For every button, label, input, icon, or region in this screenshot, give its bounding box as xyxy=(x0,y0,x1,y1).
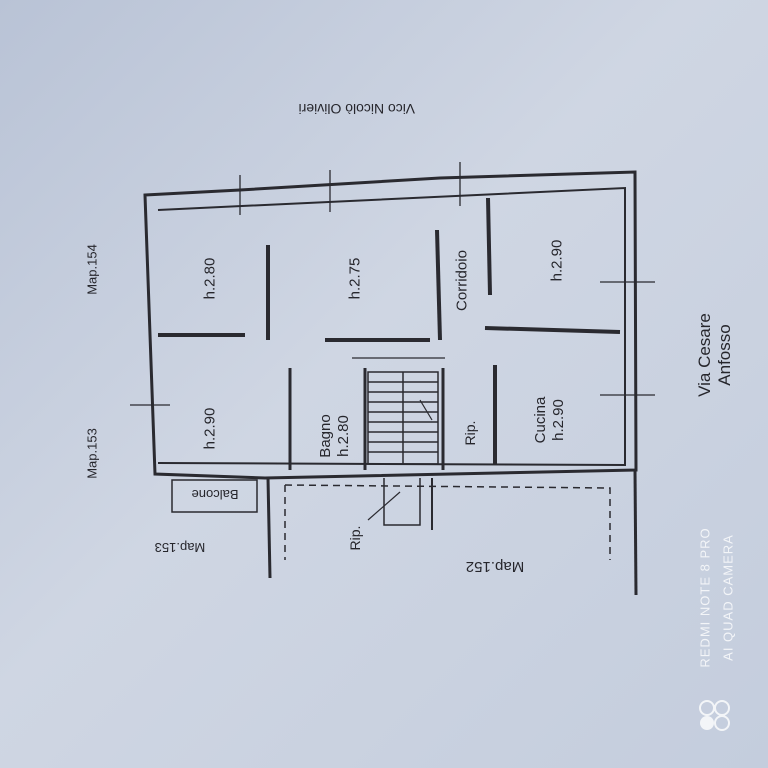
map-152-label: Map.152 xyxy=(465,558,525,575)
camera-watermark-line1: REDMI NOTE 8 PRO xyxy=(697,527,713,668)
room-height-d: h.2.90 xyxy=(201,407,219,450)
bagno-label: Bagno h.2.80 xyxy=(317,396,353,476)
wall-6 xyxy=(484,326,621,334)
map-153-bottom-label: Map.153 xyxy=(154,540,206,555)
street-right-line1: Via Cesare xyxy=(695,313,714,397)
camera-logo-icon xyxy=(699,700,730,731)
cucina-name: Cucina xyxy=(532,396,549,444)
corridoio-label: Corridoio xyxy=(453,250,471,311)
rip-label-2: Rip. xyxy=(347,525,363,551)
entry-stair xyxy=(383,478,421,526)
bagno-name: Bagno xyxy=(317,414,334,458)
balcone-label: Balcone xyxy=(191,487,239,502)
street-right-line2: Anfosso xyxy=(715,324,734,386)
map-153-left-label: Map.153 xyxy=(84,428,100,479)
wall-2 xyxy=(435,229,442,341)
rip-label-1: Rip. xyxy=(462,420,478,446)
room-height-c: h.2.90 xyxy=(548,239,566,282)
parcel-dashed xyxy=(284,484,611,560)
map-154-label: Map.154 xyxy=(84,244,100,295)
wall-3 xyxy=(486,197,492,296)
cucina-height: h.2.90 xyxy=(550,399,567,441)
room-height-a: h.2.80 xyxy=(201,257,219,300)
cucina-label: Cucina h.2.90 xyxy=(532,380,568,460)
balcony xyxy=(171,479,258,513)
windows xyxy=(130,162,655,406)
camera-watermark-line2: AI QUAD CAMERA xyxy=(720,534,736,661)
stairs xyxy=(367,371,439,465)
outer-wall xyxy=(143,170,638,480)
street-label-right: Via Cesare Anfosso xyxy=(695,290,735,420)
street-label-top: Vico Nicolò Olivieri xyxy=(299,100,415,117)
room-height-b: h.2.75 xyxy=(346,257,364,300)
street-top-text: Vico Nicolò Olivieri xyxy=(298,101,415,117)
bagno-height: h.2.80 xyxy=(335,415,352,457)
